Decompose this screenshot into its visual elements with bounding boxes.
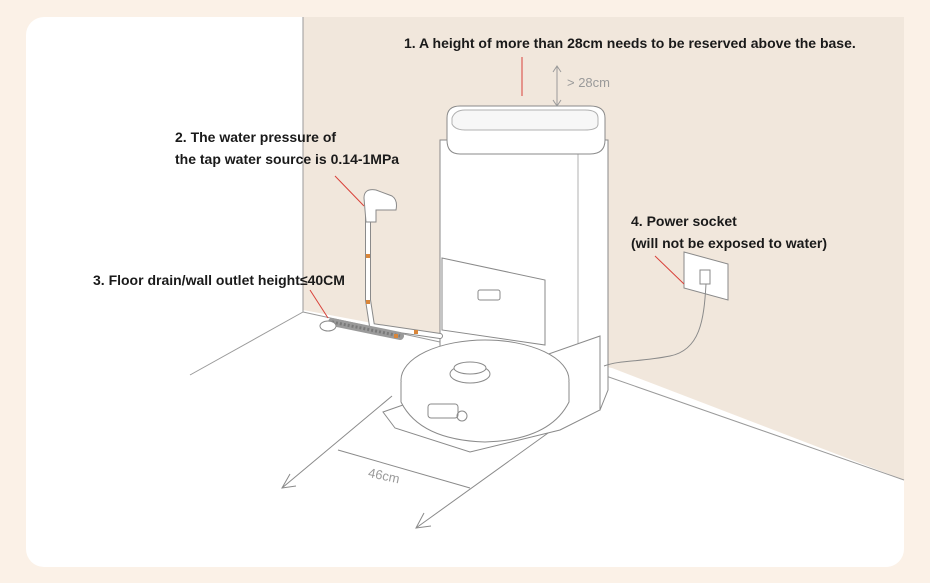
annotation-reserve-height-text: 1. A height of more than 28cm needs to b… bbox=[404, 35, 856, 51]
dim-line-right bbox=[415, 427, 556, 529]
annotation-floor-drain: 3. Floor drain/wall outlet height≤40CM bbox=[93, 269, 345, 291]
pipe-marker-1 bbox=[366, 254, 370, 258]
annotation-reserve-height: 1. A height of more than 28cm needs to b… bbox=[404, 32, 856, 54]
door-handle bbox=[477, 289, 501, 301]
clearance-arrow-top bbox=[552, 65, 562, 73]
robot-camera bbox=[456, 410, 468, 422]
hose-marker bbox=[394, 334, 398, 338]
floor-left-edge bbox=[189, 311, 304, 376]
leader-line-2 bbox=[334, 175, 365, 207]
height-clearance-label: > 28cm bbox=[567, 75, 610, 90]
lidar-top bbox=[453, 361, 487, 375]
tank-lid-inner bbox=[451, 109, 599, 131]
dim-46-line bbox=[337, 449, 471, 489]
floor-right-edge bbox=[559, 359, 905, 481]
annotation-water-pressure-line1: 2. The water pressure of bbox=[175, 129, 337, 145]
dim-arrow-left bbox=[281, 473, 297, 489]
pipe-marker-3 bbox=[414, 330, 418, 334]
dim-line-left bbox=[281, 395, 393, 489]
annotation-water-pressure: 2. The water pressure of the tap water s… bbox=[175, 126, 399, 170]
dust-door bbox=[441, 257, 546, 346]
leader-line-4 bbox=[654, 255, 685, 285]
floor-drain bbox=[319, 320, 337, 332]
annotation-power-socket: 4. Power socket (will not be exposed to … bbox=[631, 210, 827, 254]
power-plug bbox=[699, 269, 711, 285]
pipe-marker-2 bbox=[366, 300, 370, 304]
robot-bumper-window bbox=[427, 403, 459, 419]
water-tap bbox=[363, 189, 397, 223]
annotation-power-socket-line2: (will not be exposed to water) bbox=[631, 235, 828, 251]
clearance-arrow-bottom bbox=[552, 99, 562, 107]
annotation-water-pressure-line2: the tap water source is 0.14-1MPa bbox=[175, 151, 400, 167]
drain-hose-inner bbox=[331, 320, 401, 338]
annotation-floor-drain-text: 3. Floor drain/wall outlet height≤40CM bbox=[93, 272, 345, 288]
dim-arrow-right bbox=[415, 512, 432, 529]
leader-line-3 bbox=[309, 289, 329, 319]
power-cord bbox=[603, 283, 707, 367]
robot-side bbox=[400, 382, 570, 443]
annotation-power-socket-line1: 4. Power socket bbox=[631, 213, 737, 229]
